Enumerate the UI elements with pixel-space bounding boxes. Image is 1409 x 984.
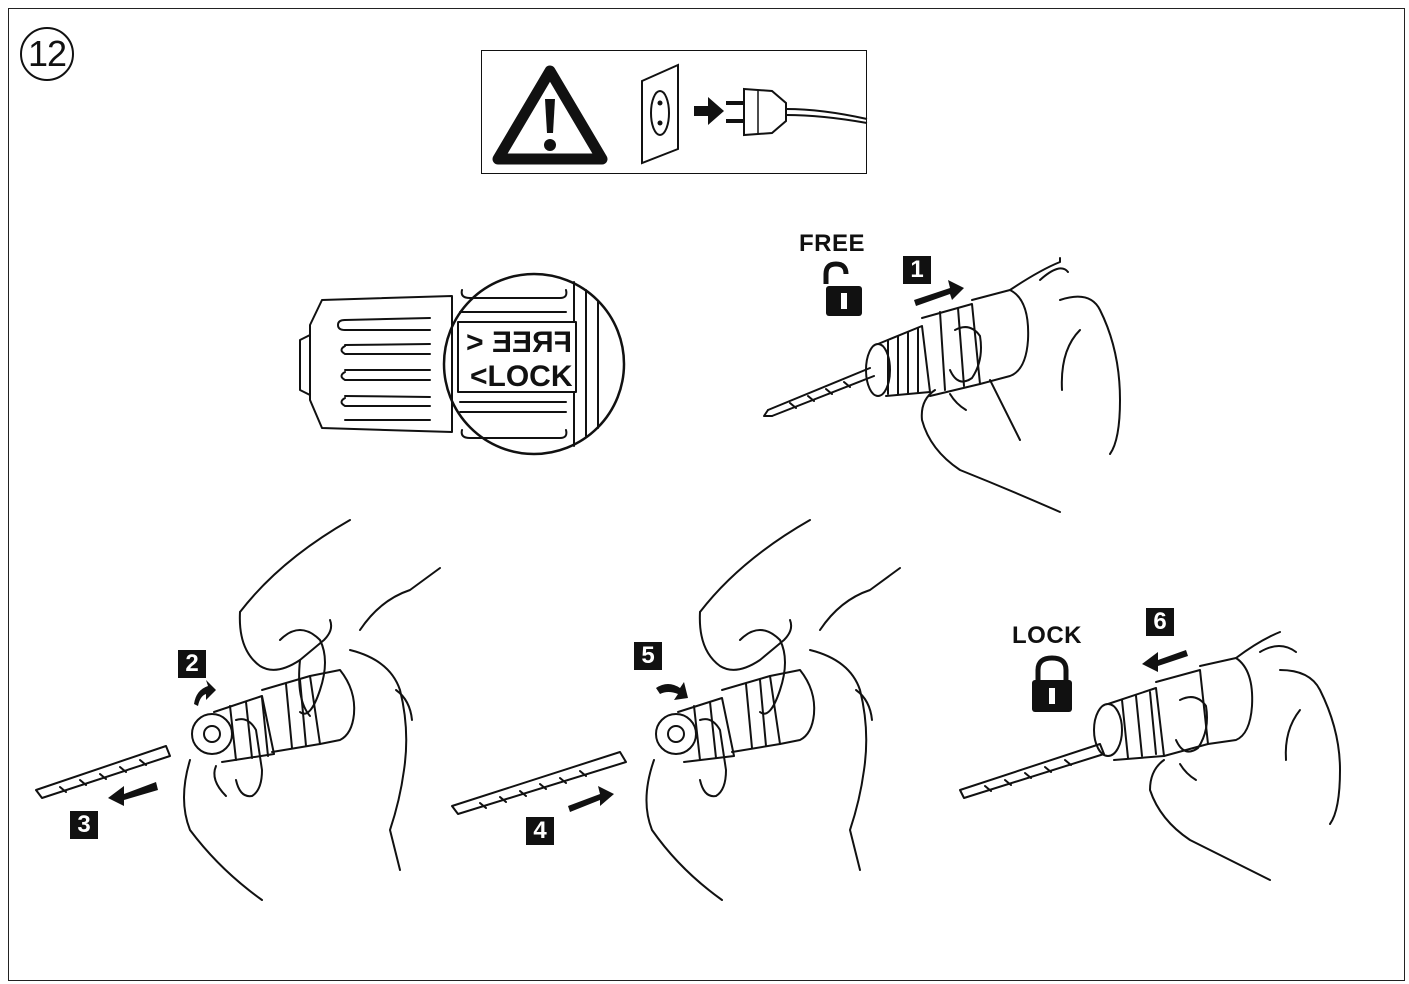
free-label: FREE bbox=[799, 230, 866, 257]
step-badge-5: 5 bbox=[634, 642, 662, 670]
step-number-badge: 12 bbox=[20, 27, 74, 81]
warning-triangle-icon bbox=[492, 65, 608, 165]
unplug-warning-box bbox=[481, 50, 868, 174]
wall-socket-icon bbox=[641, 63, 679, 165]
page-frame bbox=[8, 8, 1405, 981]
power-plug-icon bbox=[726, 87, 868, 137]
step-badge-6: 6 bbox=[1146, 608, 1174, 636]
drill-steps-2-3 bbox=[35, 519, 441, 901]
chuck-closeup bbox=[299, 272, 626, 456]
padlock-closed-icon bbox=[1032, 655, 1072, 712]
direction-arrows bbox=[108, 280, 1188, 812]
step-badge-1: 1 bbox=[903, 256, 931, 284]
step-badge-4: 4 bbox=[526, 817, 554, 845]
drill-step-6 bbox=[959, 631, 1341, 881]
step-badge-3: 3 bbox=[70, 811, 98, 839]
step-badge-2: 2 bbox=[178, 650, 206, 678]
chuck-free-marking-mirrored: FREE < bbox=[466, 326, 572, 359]
drill-steps-4-5 bbox=[451, 519, 901, 901]
padlock-open-icon bbox=[823, 261, 862, 316]
arrow-right-icon bbox=[694, 97, 724, 125]
drill-step-1 bbox=[763, 257, 1121, 513]
unplug-warning-graphic bbox=[492, 63, 868, 165]
chuck-lock-marking: <LOCK bbox=[470, 360, 573, 393]
lock-label: LOCK bbox=[1012, 622, 1082, 649]
